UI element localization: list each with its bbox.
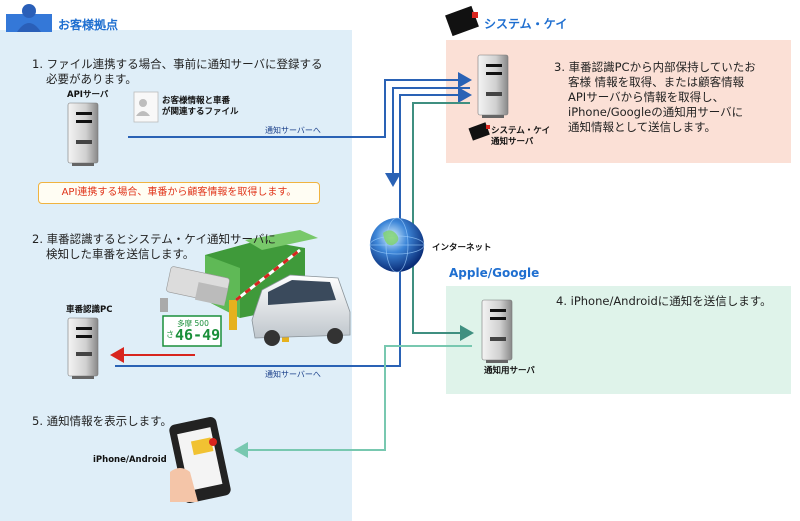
step4-text: 4. iPhone/Androidに通知を送信します。 [556, 294, 772, 308]
step3-line5: 通知情報として送信します。 [568, 120, 717, 134]
system-k-server-icon [477, 54, 509, 118]
step3-line4: iPhone/Googleの通知用サーバに [568, 105, 744, 119]
plate-number: 46-49 [175, 326, 221, 344]
step2-line2: 検知した車番を送信します。 [46, 247, 195, 261]
api-notice: API連携する場合、車番から顧客情報を取得します。 [38, 182, 320, 204]
step5-text: 5. 通知情報を表示します。 [32, 414, 172, 428]
camera-icon [160, 266, 230, 312]
license-plate [162, 315, 222, 347]
recognition-pc-label: 車番認識PC [66, 305, 113, 315]
api-server-label: APIサーバ [67, 90, 109, 100]
line-systemk-to-apple [412, 102, 474, 341]
file-note-line2: が関連するファイル [162, 107, 239, 117]
system-k-server-label-line2: 通知サーバ [491, 137, 534, 147]
customer-site-title: お客様拠点 [58, 18, 119, 32]
user-icon [6, 4, 52, 32]
file-note-line1: お客様情報と車番 [162, 96, 231, 106]
smartphone-icon [169, 417, 231, 503]
line-api-to-server [128, 72, 472, 138]
step1-text: 1. ファイル連携する場合、事前に通知サーバに登録する 必要があります。 [32, 57, 323, 87]
phone-label: iPhone/Android [93, 455, 167, 465]
car-illustration [251, 274, 351, 346]
step1-line1: 1. ファイル連携する場合、事前に通知サーバに登録する [32, 57, 323, 71]
step3-text: 3. 車番認識PCから内部保持していたお 客様 情報を取得、または顧客情報 AP… [554, 60, 756, 135]
step1-line2: 必要があります。 [46, 72, 137, 86]
step3-line1: 3. 車番認識PCから内部保持していたお [554, 60, 756, 74]
system-k-server-label-line1: システム・ケイ [491, 126, 551, 136]
line-apple-to-phone [234, 345, 472, 458]
system-k-server-label: システム・ケイ 通知サーバ [491, 126, 550, 148]
system-k-small-logo-icon [468, 122, 490, 141]
file-note: お客様情報と車番 が関連するファイル [162, 96, 239, 118]
recognition-pc-icon [67, 317, 99, 379]
notification-server-label: 通知用サーバ [484, 366, 535, 376]
system-k-logo-icon [445, 5, 479, 37]
step3-line3: APIサーバから情報を取得し、 [568, 90, 725, 104]
system-k-title: システム・ケイ [484, 17, 568, 31]
plate-kana: さ [166, 330, 174, 339]
customer-file-icon [133, 91, 159, 123]
notification-server-icon [481, 299, 513, 363]
api-server-icon [67, 102, 99, 166]
step3-line2: 客様 情報を取得、または顧客情報 [568, 75, 745, 89]
to-server-label-2: 通知サーバーへ [265, 370, 321, 379]
line-server-to-internet [385, 87, 470, 187]
internet-label: インターネット [432, 243, 492, 253]
step2-line1: 2. 車番認識するとシステム・ケイ通知サーバに [32, 232, 276, 246]
step2-text: 2. 車番認識するとシステム・ケイ通知サーバに 検知した車番を送信します。 [32, 232, 276, 262]
apple-google-title: Apple/Google [449, 266, 540, 280]
plate-region: 多摩 500 [177, 319, 209, 328]
to-server-label-1: 通知サーバーへ [265, 126, 321, 135]
internet-globe-icon [369, 217, 425, 273]
